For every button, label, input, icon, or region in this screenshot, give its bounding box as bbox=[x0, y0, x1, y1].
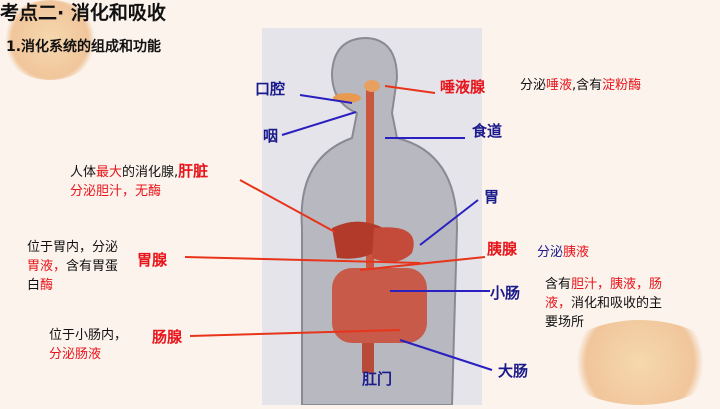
note-liver: 人体最大的消化腺,肝脏 分泌胆汁，无酶 bbox=[70, 162, 209, 199]
leaf-decoration bbox=[560, 320, 720, 405]
body-illustration bbox=[300, 36, 459, 406]
label-intestinal-gland: 肠腺 bbox=[152, 328, 183, 346]
label-liver: 肝脏 bbox=[178, 162, 209, 180]
note-pancreas: 分泌胰液 bbox=[537, 245, 590, 260]
label-small-intestine: 小肠 bbox=[490, 284, 521, 302]
note-salivary: 分泌唾液,含有淀粉酶 bbox=[520, 78, 642, 93]
anatomy-figure bbox=[262, 28, 482, 406]
label-salivary-gland: 唾液腺 bbox=[440, 78, 486, 96]
section-subtitle: 1.消化系统的组成和功能 bbox=[6, 39, 162, 55]
note-intestinal: 位于小肠内，分泌肠液 bbox=[49, 328, 128, 362]
stomach-shape bbox=[372, 227, 414, 262]
note-small-intestine: 含有胆汁，胰液，肠液，消化和吸收的主要场所 bbox=[545, 277, 663, 330]
salivary-shape bbox=[364, 80, 380, 92]
label-stomach: 胃 bbox=[484, 188, 500, 206]
page-title: 考点二· 消化和吸收 bbox=[0, 2, 166, 24]
label-esophagus: 食道 bbox=[472, 122, 503, 140]
esophagus-shape bbox=[366, 88, 374, 268]
label-large-intestine: 大肠 bbox=[498, 362, 529, 380]
label-pharynx: 咽 bbox=[263, 127, 279, 145]
leaf-decoration bbox=[0, 0, 100, 80]
label-anus: 肛门 bbox=[362, 370, 393, 388]
rectum-shape bbox=[362, 343, 374, 373]
note-gastric: 位于胃内，分泌胃液，含有胃蛋白酶 bbox=[27, 240, 119, 293]
label-gastric-gland: 胃腺 bbox=[137, 251, 168, 269]
label-mouth: 口腔 bbox=[255, 80, 286, 98]
intestine-shape bbox=[332, 268, 427, 343]
label-pancreas: 胰腺 bbox=[487, 240, 518, 258]
